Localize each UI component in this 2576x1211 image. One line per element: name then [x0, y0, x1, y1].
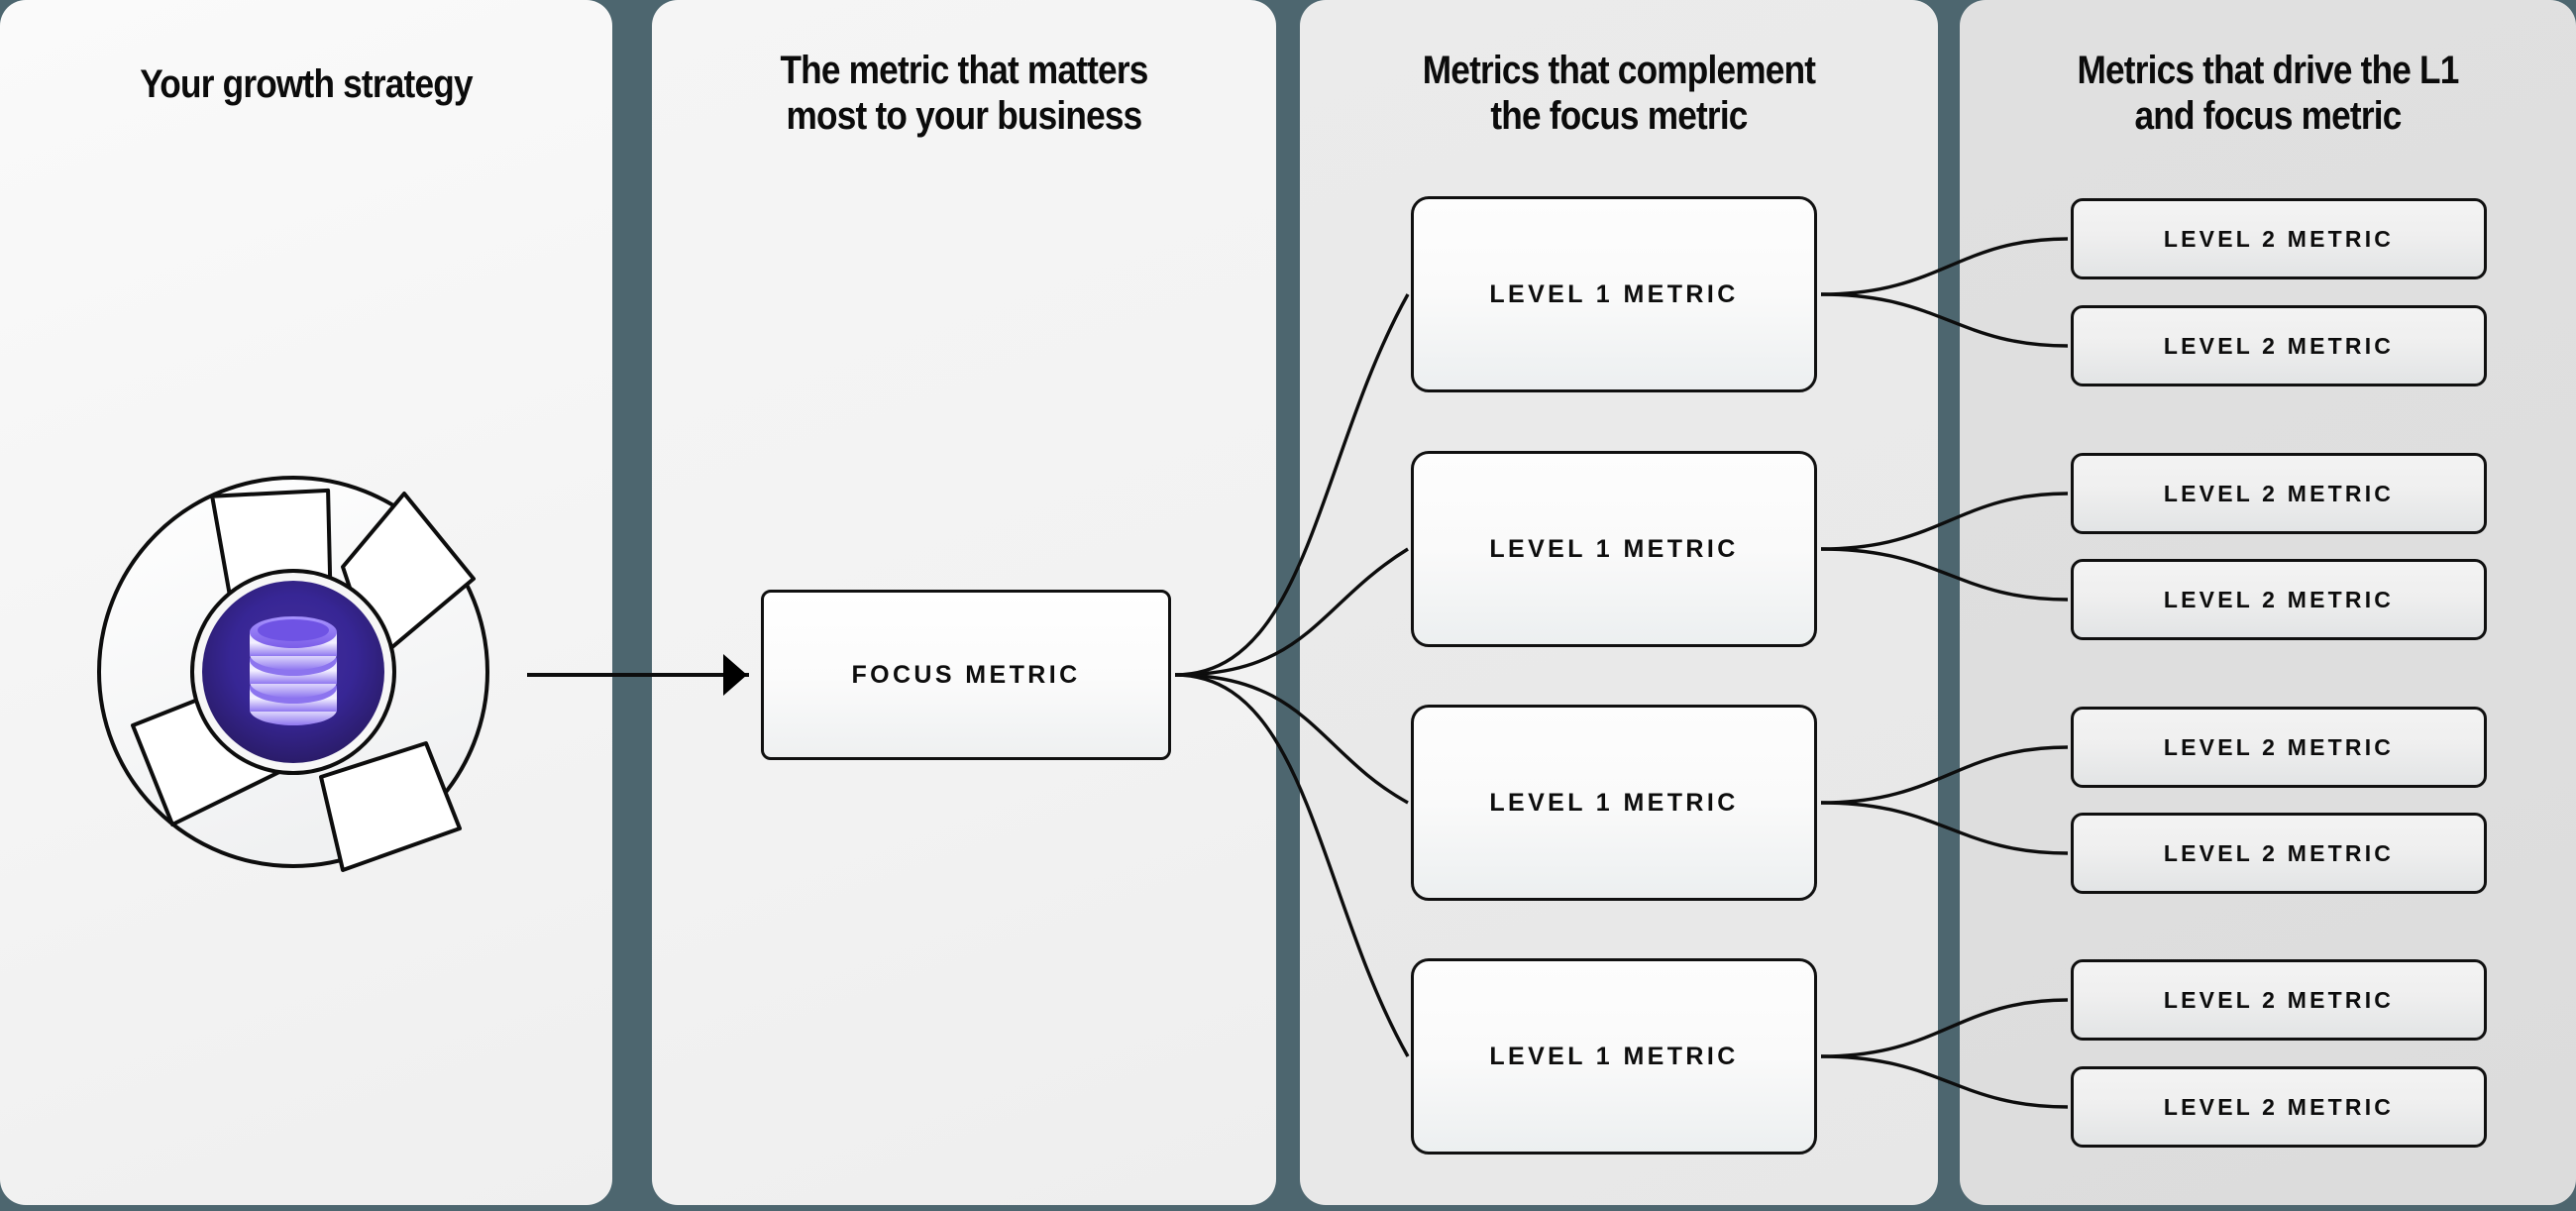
column-title-focus-metric: The metric that matters most to your bus…	[780, 49, 1148, 139]
node-level-2-metric[interactable]: LEVEL 2 METRIC	[2071, 813, 2487, 894]
node-level-1-metric[interactable]: LEVEL 1 METRIC	[1411, 958, 1817, 1155]
node-level-2-metric[interactable]: LEVEL 2 METRIC	[2071, 707, 2487, 788]
node-level-1-metric[interactable]: LEVEL 1 METRIC	[1411, 451, 1817, 647]
column-title-growth-strategy: Your growth strategy	[140, 62, 473, 106]
node-level-2-metric[interactable]: LEVEL 2 METRIC	[2071, 453, 2487, 534]
node-level-2-metric[interactable]: LEVEL 2 METRIC	[2071, 198, 2487, 279]
growth-strategy-aperture-icon	[97, 476, 489, 872]
node-level-2-metric[interactable]: LEVEL 2 METRIC	[2071, 1066, 2487, 1148]
node-focus-metric[interactable]: FOCUS METRIC	[761, 590, 1171, 760]
node-level-2-metric[interactable]: LEVEL 2 METRIC	[2071, 305, 2487, 386]
node-level-1-metric[interactable]: LEVEL 1 METRIC	[1411, 196, 1817, 392]
node-level-2-metric[interactable]: LEVEL 2 METRIC	[2071, 559, 2487, 640]
column-title-level-1-metrics: Metrics that complement the focus metric	[1422, 49, 1816, 139]
node-level-1-metric[interactable]: LEVEL 1 METRIC	[1411, 705, 1817, 901]
column-title-level-2-metrics: Metrics that drive the L1 and focus metr…	[2077, 49, 2459, 139]
database-icon	[250, 616, 337, 725]
node-level-2-metric[interactable]: LEVEL 2 METRIC	[2071, 959, 2487, 1041]
